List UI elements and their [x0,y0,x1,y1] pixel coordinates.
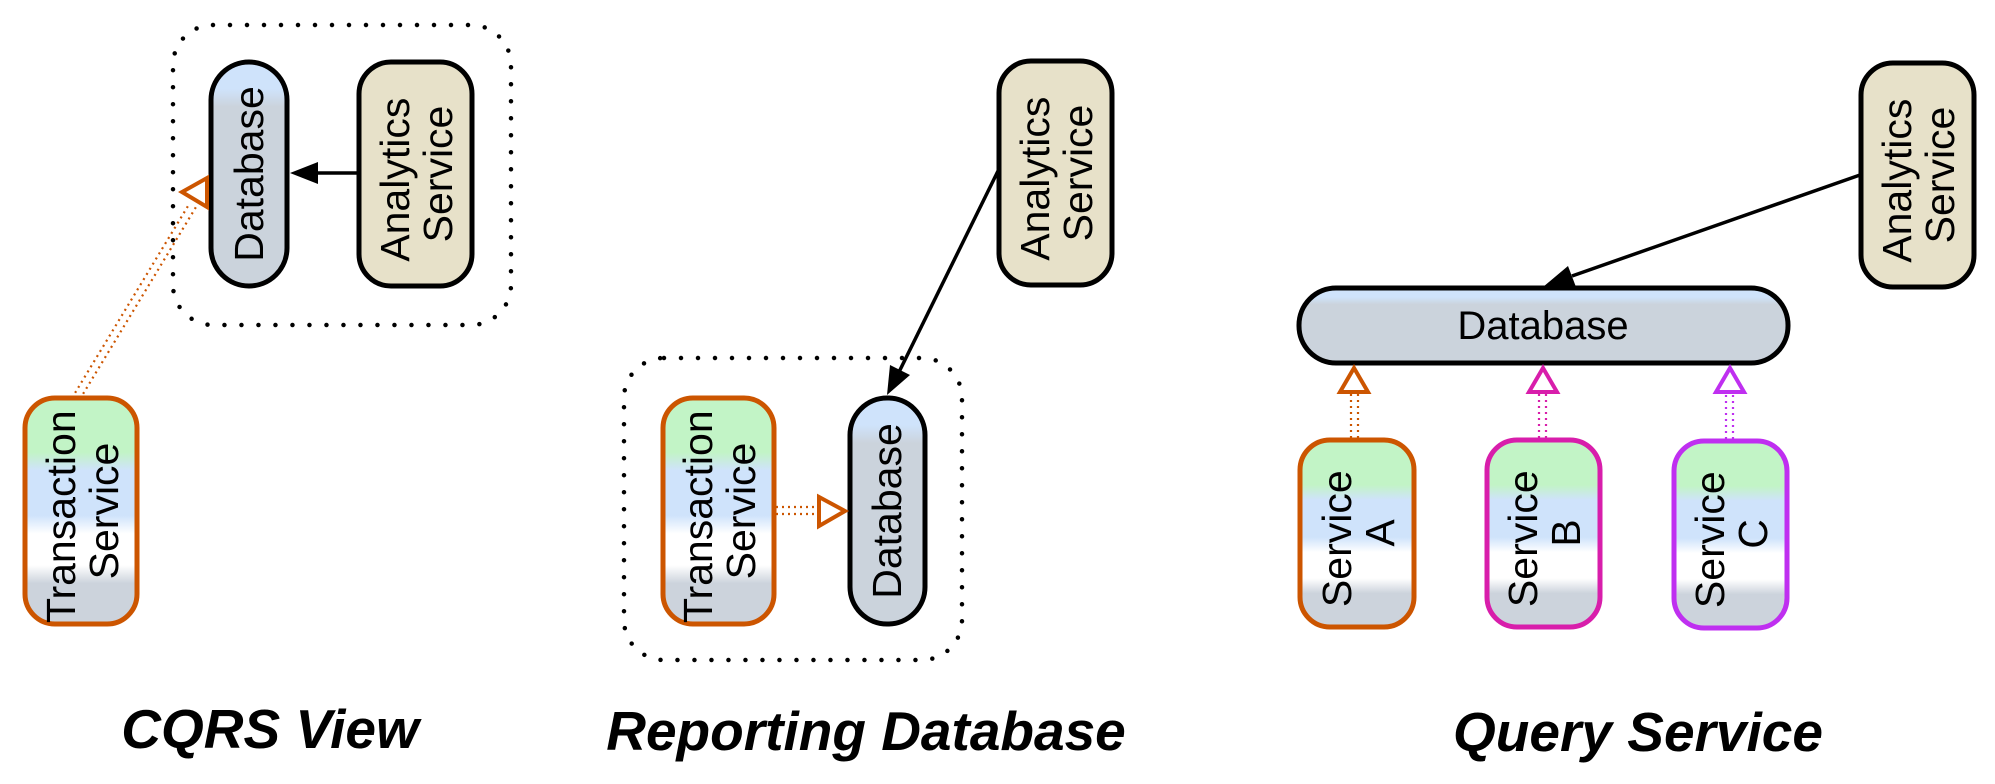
edge-analytics-to-database [1543,173,1861,287]
filled-arrowhead-icon [887,365,910,395]
analytics-service-label: Analytics Service [1874,87,1963,262]
hollow-arrowhead-icon [178,174,209,211]
hollow-arrowhead-icon [1712,364,1748,394]
filled-arrowhead-icon [290,162,318,184]
edge-analytics-to-database [887,170,1000,395]
service-c-label: Service C [1687,460,1776,608]
filled-arrowhead-icon [1543,266,1576,287]
panel-cqrs-view: Database Analytics Service Transaction S… [22,22,514,760]
database-label: Database [226,86,272,262]
panel-query-service: Analytics Service Database Service A [1296,60,1977,763]
analytics-service-label: Analytics Service [372,86,461,261]
transaction-service-node[interactable]: Transaction Service [660,395,777,627]
bounded-context-boundary [621,355,965,663]
database-label: Database [1457,304,1628,348]
panel-title-cqrs-view: CQRS View [121,698,422,760]
transaction-service-label: Transaction Service [38,399,127,623]
service-b-node[interactable]: Service B [1484,437,1603,630]
hollow-arrowhead-icon [1525,364,1561,394]
edge-analytics-to-database [290,162,358,184]
analytics-service-node[interactable]: Analytics Service [356,59,475,289]
edge-service-c-to-database [1712,364,1748,439]
service-c-node[interactable]: Service C [1671,438,1790,631]
edge-transaction-to-database [71,174,209,400]
edge-transaction-to-database [776,493,850,530]
hollow-arrowhead-icon [1336,364,1372,394]
edge-service-b-to-database [1525,364,1561,438]
service-a-label: Service A [1314,459,1403,607]
service-a-node[interactable]: Service A [1297,437,1417,630]
analytics-service-node[interactable]: Analytics Service [1858,60,1977,290]
database-node[interactable]: Database [208,59,290,289]
database-label: Database [864,423,910,599]
bounded-context-boundary [170,22,514,328]
panel-reporting-database: Transaction Service Database Analytics S… [606,58,1126,762]
edge-service-a-to-database [1336,364,1372,438]
hollow-arrowhead-icon [817,493,850,530]
transaction-service-node[interactable]: Transaction Service [22,395,140,627]
service-b-label: Service B [1500,459,1589,607]
analytics-service-label: Analytics Service [1012,85,1101,260]
database-node[interactable]: Database [1296,285,1791,366]
panel-title-reporting-database: Reporting Database [606,700,1126,762]
panel-title-query-service: Query Service [1453,701,1823,763]
database-node[interactable]: Database [847,395,928,627]
transaction-service-label: Transaction Service [675,399,764,623]
analytics-service-node[interactable]: Analytics Service [996,58,1115,288]
